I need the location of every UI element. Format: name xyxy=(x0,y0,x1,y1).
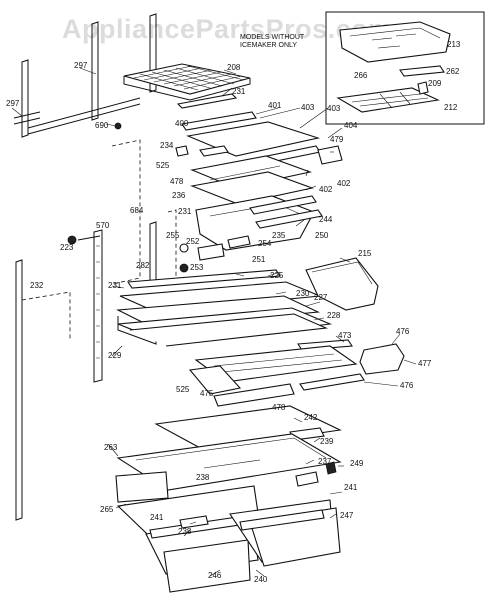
part-number-label-297a: 297 xyxy=(6,99,20,108)
part-number-label-402a: 402 xyxy=(337,179,351,188)
part-number-label-401: 401 xyxy=(268,101,282,110)
shelf-frame-229 xyxy=(117,307,333,347)
glass-shelf-upper xyxy=(175,111,343,169)
part-number-label-250: 250 xyxy=(315,231,329,240)
part-number-labels: 213 266 262 209 212 297 297 208 231 690 403 403 401 4… xyxy=(6,40,461,584)
part-number-label-262: 262 xyxy=(446,67,460,76)
part-number-label-238: 238 xyxy=(196,473,210,482)
part-number-label-231: 231 xyxy=(232,87,246,96)
part-number-label-235: 235 xyxy=(272,231,286,240)
part-number-label-473: 473 xyxy=(338,331,352,340)
part-number-label-477: 477 xyxy=(418,359,432,368)
part-number-label-228: 228 xyxy=(327,311,341,320)
part-number-label-684: 684 xyxy=(130,206,144,215)
part-number-label-252: 252 xyxy=(186,237,200,246)
glass-shelf-lower xyxy=(154,405,342,451)
part-number-label-402b: 402 xyxy=(319,185,333,194)
inset-note-line-1: MODELS WITHOUT xyxy=(240,34,305,41)
ice-shelf-part xyxy=(399,65,445,77)
part-number-label-690: 690 xyxy=(95,121,109,130)
part-number-label-241a: 241 xyxy=(344,483,358,492)
part-number-label-403a: 403 xyxy=(301,103,315,112)
part-number-label-253: 253 xyxy=(190,263,204,272)
part-number-label-478b: 478 xyxy=(272,403,286,412)
part-number-label-231c: 231 xyxy=(108,281,122,290)
part-number-label-266: 266 xyxy=(354,71,368,80)
part-number-label-208: 208 xyxy=(227,63,241,72)
clip-part xyxy=(325,461,337,475)
part-number-label-297b: 297 xyxy=(74,61,88,70)
shelf-trim-part xyxy=(176,93,238,109)
part-number-label-215: 215 xyxy=(358,249,372,258)
part-number-label-232: 232 xyxy=(30,281,44,290)
crisper-cover-frame xyxy=(115,433,342,503)
part-number-label-229: 229 xyxy=(108,351,122,360)
long-side-rail xyxy=(15,259,23,521)
drawer-glide-hardware xyxy=(179,235,251,273)
part-number-label-525b: 525 xyxy=(176,385,190,394)
crisper-drawers xyxy=(116,485,341,593)
center-rail-part xyxy=(149,221,157,283)
part-number-label-230: 230 xyxy=(296,289,310,298)
part-number-label-525a: 525 xyxy=(156,161,170,170)
leader-lines xyxy=(11,67,417,577)
part-number-label-400: 400 xyxy=(175,119,189,128)
left-vertical-rail xyxy=(93,229,103,383)
part-number-label-255: 255 xyxy=(166,231,180,240)
part-number-label-209: 209 xyxy=(428,79,442,88)
inset-note-line-2: ICEMAKER ONLY xyxy=(240,42,297,49)
ice-bin-part xyxy=(339,21,451,63)
part-number-label-478a: 478 xyxy=(170,177,184,186)
part-number-label-225: 225 xyxy=(270,271,284,280)
part-number-label-234: 234 xyxy=(160,141,174,150)
part-number-label-213: 213 xyxy=(447,40,461,49)
part-number-label-242: 242 xyxy=(304,413,318,422)
part-number-label-212: 212 xyxy=(444,103,458,112)
lower-shelf-frame xyxy=(188,345,365,407)
part-number-label-241b: 241 xyxy=(150,513,164,522)
part-number-label-254: 254 xyxy=(258,239,272,248)
hinge-hardware-part xyxy=(67,235,77,245)
part-number-label-476b: 476 xyxy=(400,381,414,390)
part-number-label-223: 223 xyxy=(60,243,74,252)
part-number-label-240: 240 xyxy=(254,575,268,584)
part-number-label-479: 479 xyxy=(330,135,344,144)
part-number-label-239: 239 xyxy=(320,437,334,446)
part-number-label-249: 249 xyxy=(350,459,364,468)
ice-tray-support-part xyxy=(336,87,440,113)
part-number-label-265: 265 xyxy=(100,505,114,514)
part-number-label-237: 237 xyxy=(318,457,332,466)
part-number-label-227: 227 xyxy=(314,293,328,302)
part-number-label-282: 282 xyxy=(136,261,150,270)
wire-shelf-part xyxy=(123,63,251,101)
left-shelf-rails xyxy=(13,13,157,138)
part-number-label-238b: 238 xyxy=(178,527,192,536)
door-bin-part xyxy=(305,257,379,311)
part-number-label-244: 244 xyxy=(319,215,333,224)
drawer-slide-part xyxy=(179,515,209,529)
part-number-label-404: 404 xyxy=(344,121,358,130)
inset-icemaker-box: MODELS WITHOUT ICEMAKER ONLY xyxy=(240,11,485,125)
part-number-label-475: 475 xyxy=(200,389,214,398)
part-number-label-246: 246 xyxy=(208,571,222,580)
small-container-part xyxy=(359,343,405,375)
part-number-label-231b: 231 xyxy=(178,207,192,216)
part-number-label-476a: 476 xyxy=(396,327,410,336)
upper-drawer-assembly xyxy=(190,155,323,251)
small-bracket-part xyxy=(295,471,319,487)
part-number-label-570: 570 xyxy=(96,221,110,230)
part-number-label-403b: 403 xyxy=(327,104,341,113)
part-number-label-247: 247 xyxy=(340,511,354,520)
part-number-label-263: 263 xyxy=(104,443,118,452)
part-number-label-251: 251 xyxy=(252,255,266,264)
watermark-text: AppliancePartsPros.com xyxy=(62,14,393,44)
part-number-label-236: 236 xyxy=(172,191,186,200)
